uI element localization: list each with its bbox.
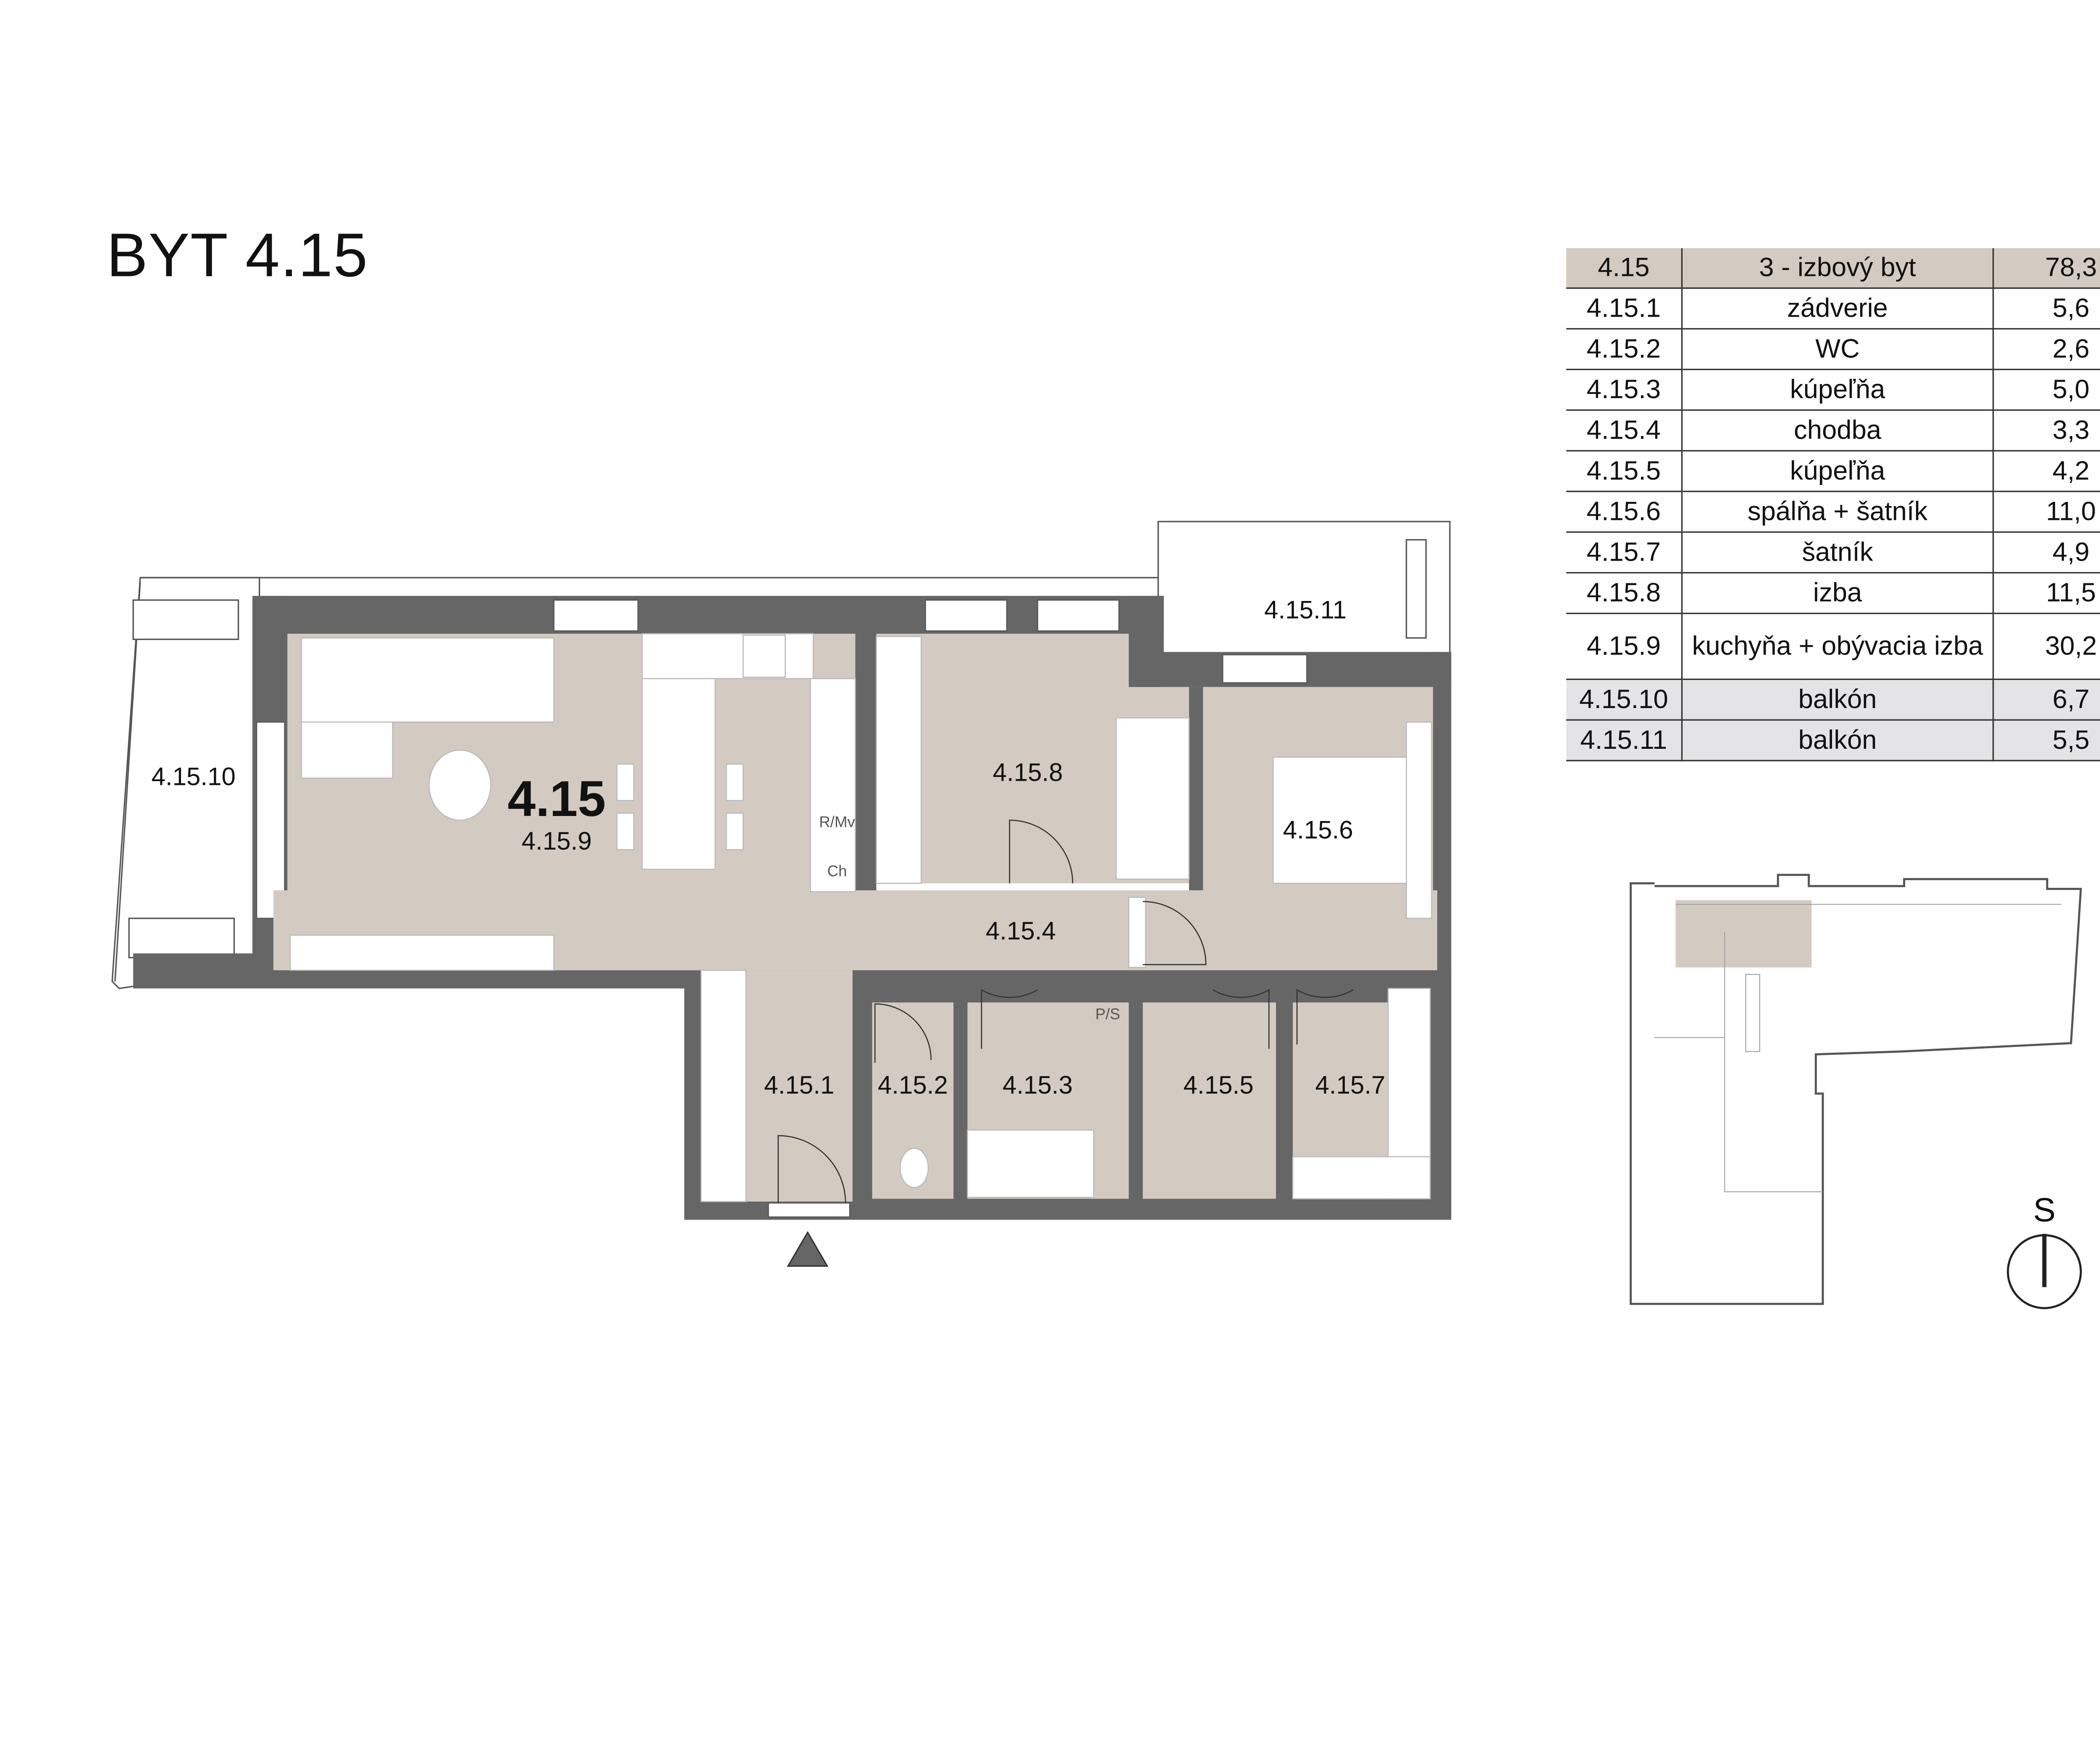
room-name: zádverie — [1682, 288, 1994, 330]
unit-area: 78,3 — [1993, 248, 2100, 289]
unit-id: 4.15 — [1566, 248, 1683, 289]
room-area: 5,6 — [1993, 288, 2100, 330]
room-id: 4.15.1 — [1566, 288, 1683, 330]
room-area: 6,7 — [1993, 679, 2100, 721]
door-swings — [777, 819, 1354, 1203]
table-header-row: 4.15 3 - izbový byt 78,3 — [1566, 248, 2100, 289]
room-label-4-15-11: 4.15.11 — [1264, 596, 1347, 624]
room-label-4-15-7: 4.15.7 — [1315, 1071, 1385, 1099]
balcony-4-15-10 — [111, 577, 1164, 989]
room-label-4-15-6: 4.15.6 — [1283, 816, 1353, 844]
room-name: kuchyňa + obývacia izba — [1682, 613, 1994, 680]
room-label-4-15-2: 4.15.2 — [878, 1071, 948, 1099]
furniture — [289, 633, 1432, 1202]
room-area: 11,5 — [1993, 572, 2100, 614]
windows — [256, 599, 1307, 1218]
room-name: balkón — [1682, 720, 1994, 761]
room-area: 5,5 — [1993, 720, 2100, 761]
room-label-4-15-8: 4.15.8 — [993, 758, 1063, 787]
ch-label: Ch — [827, 863, 847, 880]
balcony-4-15-11 — [1157, 521, 1451, 656]
room-area: 5,0 — [1993, 369, 2100, 411]
compass-icon — [2007, 1233, 2082, 1309]
room-id: 4.15.11 — [1566, 720, 1683, 761]
room-name: izba — [1682, 572, 1994, 614]
room-id: 4.15.3 — [1566, 369, 1683, 411]
room-area: 2,6 — [1993, 328, 2100, 370]
room-id: 4.15.8 — [1566, 572, 1683, 614]
room-name: šatník — [1682, 532, 1994, 574]
room-id: 4.15.2 — [1566, 328, 1683, 370]
key-plan — [1630, 874, 2082, 1305]
room-id: 4.15.7 — [1566, 532, 1683, 574]
room-id: 4.15.4 — [1566, 410, 1683, 451]
fridge-label: R/Mv — [819, 813, 855, 831]
page-title: BYT 4.15 — [106, 221, 368, 291]
room-name: chodba — [1682, 410, 1994, 451]
room-label-4-15-4: 4.15.4 — [986, 917, 1056, 945]
room-id: 4.15.9 — [1566, 613, 1683, 680]
room-id: 4.15.5 — [1566, 451, 1683, 492]
room-label-4-15-10: 4.15.10 — [151, 763, 235, 791]
room-id: 4.15.6 — [1566, 491, 1683, 533]
room-label-4-15-3: 4.15.3 — [1003, 1071, 1073, 1099]
compass-label: S — [2033, 1191, 2055, 1228]
room-area: 4,2 — [1993, 451, 2100, 492]
room-label-4-15-1: 4.15.1 — [764, 1071, 834, 1099]
room-area: 11,0 — [1993, 491, 2100, 533]
triangle-entrance-icon — [787, 1231, 829, 1267]
room-id: 4.15.10 — [1566, 679, 1683, 721]
room-area: 30,2 — [1993, 613, 2100, 680]
room-name: kúpeľňa — [1682, 369, 1994, 411]
room-area: 4,9 — [1993, 532, 2100, 574]
unit-label: 4.15 — [507, 771, 606, 827]
room-label-4-15-9: 4.15.9 — [522, 827, 592, 855]
room-name: balkón — [1682, 679, 1994, 721]
ps-label: P/S — [1095, 1005, 1120, 1023]
room-name: spálňa + šatník — [1682, 491, 1994, 533]
room-label-4-15-5: 4.15.5 — [1184, 1071, 1254, 1099]
room-name: WC — [1682, 328, 1994, 370]
room-name: kúpeľňa — [1682, 451, 1994, 492]
unit-type: 3 - izbový byt — [1682, 248, 1994, 289]
room-area: 3,3 — [1993, 410, 2100, 451]
